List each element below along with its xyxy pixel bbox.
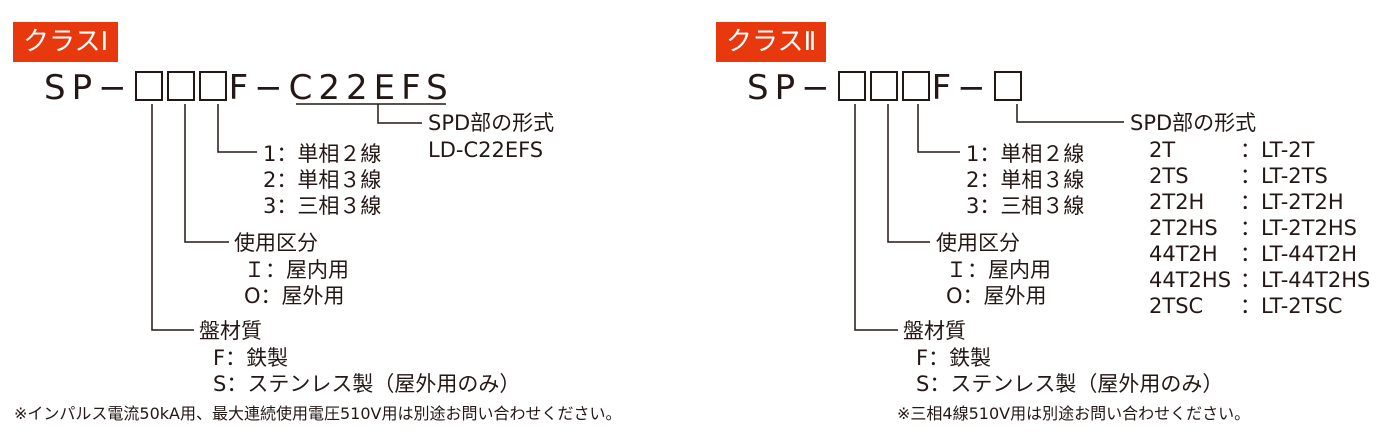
wiring-option-1: 1：単相２線 <box>263 142 382 166</box>
placeholder-box-usage <box>166 71 195 101</box>
usage-title: 使用区分 <box>936 231 1020 255</box>
spd-row-value: ：LT-44T2H <box>1240 242 1357 266</box>
spd-leader <box>377 104 422 124</box>
spd-value: LD-C22EFS <box>428 138 544 162</box>
wiring-option-3: 3：三相３線 <box>966 194 1085 218</box>
spd-row-code: 44T2HS <box>1149 268 1232 292</box>
spd-row-code: 2TS <box>1149 164 1189 188</box>
usage-option-indoor: Ｉ：屋内用 <box>946 258 1051 282</box>
placeholder-box-spd <box>993 71 1022 101</box>
material-option-steel: F：鉄製 <box>916 346 992 370</box>
spd-row-code: 2T <box>1149 138 1176 162</box>
spd-title-right: SPD部の形式 <box>1130 111 1257 135</box>
class-2-badge: クラスⅡ <box>716 22 827 62</box>
spd-row-code: 2T2HS <box>1149 216 1218 240</box>
material-title: 盤材質 <box>199 319 262 343</box>
class-2-note: ※三相4線510V用は別途お問い合わせください。 <box>897 404 1251 423</box>
placeholder-box-material <box>134 71 163 101</box>
material-option-stainless: S：ステンレス製（屋外用のみ） <box>213 372 521 396</box>
code-mid: F− <box>228 68 289 108</box>
class-1-model-code: SP− F−C22EFS <box>44 68 454 108</box>
usage-option-outdoor: O：屋外用 <box>946 284 1047 308</box>
wiring-leader <box>217 104 257 153</box>
spd-row-value: ：LT-2T <box>1240 138 1315 162</box>
placeholder-box-material <box>837 71 866 101</box>
usage-option-outdoor: O：屋外用 <box>244 284 345 308</box>
wiring-option-2: 2：単相３線 <box>263 168 382 192</box>
placeholder-box-usage <box>869 71 898 101</box>
material-leader-right <box>854 104 898 331</box>
usage-leader <box>184 104 229 243</box>
wiring-option-1: 1：単相２線 <box>966 142 1085 166</box>
spd-row-code: 44T2H <box>1149 242 1218 266</box>
spd-row-value: ：LT-44T2HS <box>1240 268 1371 292</box>
class-1-badge: クラスⅠ <box>13 22 119 62</box>
wiring-leader-right <box>917 104 960 153</box>
material-leader <box>151 104 194 331</box>
spd-title: SPD部の形式 <box>428 111 555 135</box>
placeholder-box-wiring <box>901 71 930 101</box>
usage-title: 使用区分 <box>234 231 318 255</box>
code-prefix: SP− <box>44 68 133 108</box>
wiring-option-3: 3：三相３線 <box>263 194 382 218</box>
class-1-note: ※インパルス電流50kA用、最大連続使用電圧510V用は別途お問い合わせください… <box>14 404 622 423</box>
spd-row-value: ：LT-2TSC <box>1240 294 1343 318</box>
code-mid: F− <box>931 68 992 108</box>
material-option-steel: F：鉄製 <box>213 346 289 370</box>
material-title: 盤材質 <box>903 319 966 343</box>
spd-row-code: 2TSC <box>1149 294 1204 318</box>
wiring-option-2: 2：単相３線 <box>966 168 1085 192</box>
spd-row-value: ：LT-2T2HS <box>1240 216 1357 240</box>
spd-row-value: ：LT-2T2H <box>1240 190 1344 214</box>
usage-leader-right <box>887 104 930 243</box>
usage-option-indoor: Ｉ：屋内用 <box>244 258 349 282</box>
spd-row-code: 2T2H <box>1149 190 1205 214</box>
code-suffix: C22EFS <box>288 68 454 108</box>
class-2-model-code: SP− F− <box>747 68 1024 108</box>
spd-leader-right <box>1016 104 1124 123</box>
placeholder-box-wiring <box>198 71 227 101</box>
code-prefix: SP− <box>747 68 836 108</box>
spd-row-value: ：LT-2TS <box>1240 164 1328 188</box>
material-option-stainless: S：ステンレス製（屋外用のみ） <box>916 372 1224 396</box>
